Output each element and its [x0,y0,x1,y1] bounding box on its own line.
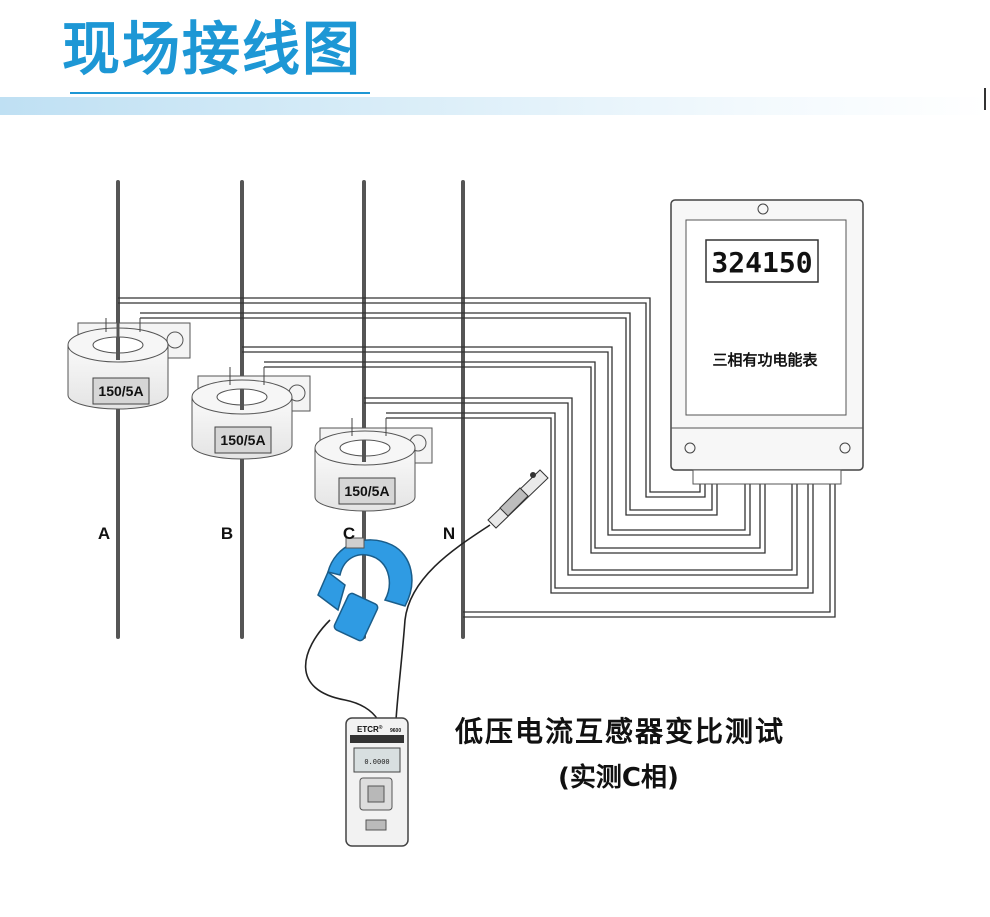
test-leads [304,524,491,721]
current-clamp [317,537,413,642]
energy-meter [670,199,864,485]
tester-brand-mark: ® [379,724,383,731]
ct-rating-a: 150/5A [98,383,143,399]
tester-display-reading: 0.0000 [364,758,389,766]
caption-sub: (实测C相) [558,763,679,793]
secondary-wiring [118,297,836,618]
phase-conductors [116,180,465,639]
title-band [0,97,990,115]
phase-label-a: A [98,524,110,543]
tester-model: 9600 [390,728,401,734]
phase-label-b: B [221,524,233,543]
edge-mark [984,88,990,110]
ct-rating-c: 150/5A [344,483,389,499]
caption-main: 低压电流互感器变比测试 [455,715,786,748]
ct-rating-b: 150/5A [220,432,265,448]
tester-brand: ETCR® [357,724,383,734]
meter-reading: 324150 [711,246,812,279]
tester-instrument [345,717,409,847]
current-transformer-a [67,314,191,410]
title-underline [70,92,370,94]
phase-label-c: C [343,524,355,543]
phase-label-n: N [443,524,455,543]
voltage-clip [487,469,549,529]
tester-brand-name: ETCR [357,725,379,734]
meter-name: 三相有功电能表 [712,351,818,369]
page-title: 现场接线图 [62,15,363,83]
